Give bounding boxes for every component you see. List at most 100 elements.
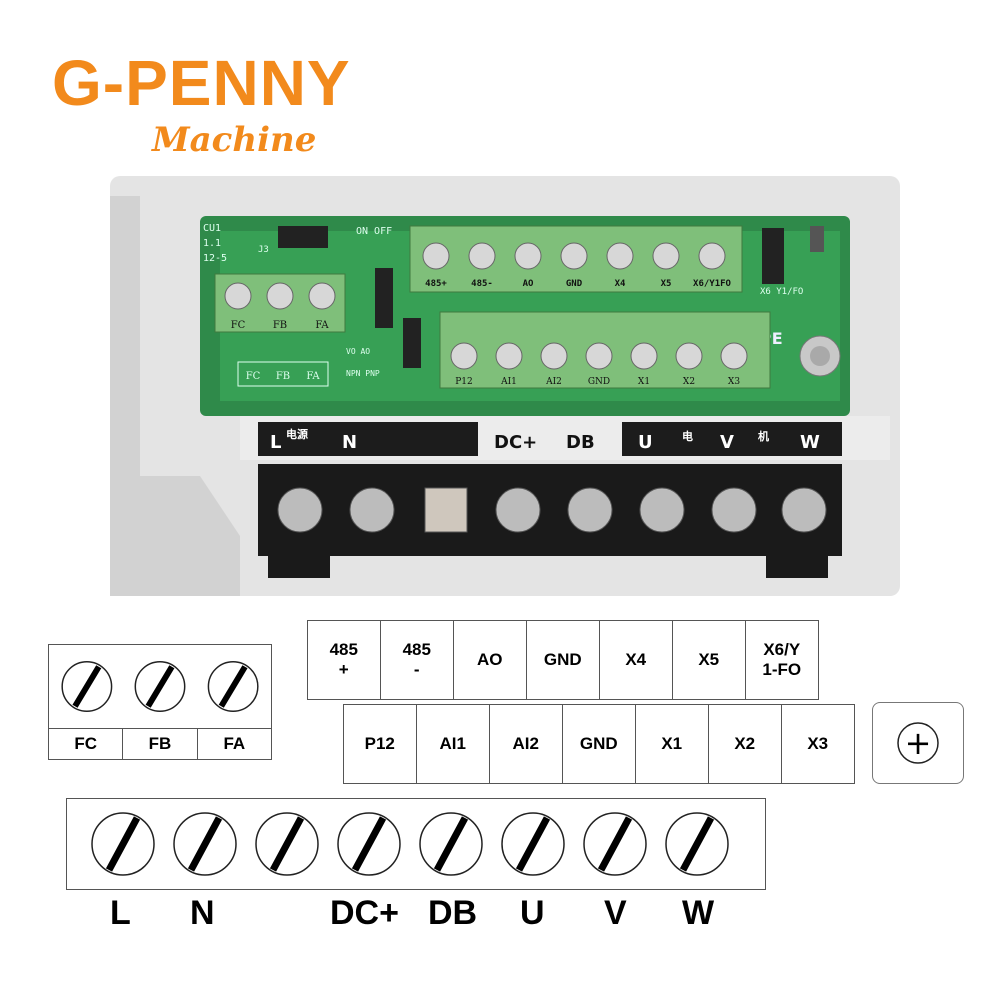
brand-logo: G-PENNY Machine: [52, 48, 412, 168]
fc-label: FC: [231, 320, 246, 331]
terminal-p12: P12: [342, 704, 417, 784]
screw-icon: [207, 661, 259, 712]
fb-label: FB: [273, 320, 287, 331]
photo-motor-cn2: 机: [758, 429, 769, 443]
power-screw: [781, 487, 827, 533]
label-u: U: [520, 894, 545, 932]
screw: [585, 342, 613, 370]
label-v: V: [604, 894, 627, 932]
top-label: 485-: [471, 279, 493, 289]
relay-terminal-box: FC FB FA: [48, 644, 272, 760]
housing-side: [110, 196, 240, 596]
bottom-label: X3: [728, 377, 740, 387]
terminal-x4: X4: [598, 620, 673, 700]
screw: [468, 242, 496, 270]
photo-motor-cn1: 电: [682, 429, 693, 443]
screw: [720, 342, 748, 370]
terminal-x1: X1: [634, 704, 709, 784]
jumper: [762, 228, 784, 284]
terminal-ao: AO: [452, 620, 527, 700]
label-dc-plus: DC+: [330, 894, 399, 932]
power-screw: [567, 487, 613, 533]
screw: [224, 282, 252, 310]
relay-labels: FC FB FA: [49, 729, 271, 759]
silk-fb: FB: [276, 371, 290, 382]
power-screw: [495, 487, 541, 533]
screw-icon: [337, 812, 401, 876]
bottom-label: X2: [683, 377, 695, 387]
block-foot: [766, 556, 828, 578]
pcb-mark: CU1: [203, 223, 221, 234]
terminal-gnd: GND: [525, 620, 600, 700]
bottom-label: X1: [638, 377, 650, 387]
screw-icon: [91, 812, 155, 876]
top-label: X5: [661, 279, 672, 289]
relay-screws: [49, 661, 271, 729]
label-w: W: [682, 894, 715, 932]
silk-box: [237, 361, 329, 387]
screw-icon: [583, 812, 647, 876]
label-fa: FA: [223, 734, 246, 753]
top-label: AO: [523, 279, 534, 289]
screw: [560, 242, 588, 270]
ground-terminal: +: [872, 702, 964, 784]
power-screw: [349, 487, 395, 533]
photo-w-label: W: [800, 432, 820, 453]
jumper: [403, 318, 421, 368]
top-label: X6/Y1FO: [693, 279, 732, 289]
screw: [652, 242, 680, 270]
photo-db-label: DB: [566, 432, 595, 453]
fa-label: FA: [315, 320, 329, 331]
label-fb: FB: [123, 729, 198, 759]
brand-subtitle: Machine: [152, 120, 317, 160]
bottom-label: GND: [588, 377, 610, 387]
screw-icon: [61, 661, 113, 712]
screw-icon: [173, 812, 237, 876]
bottom-label: P12: [455, 377, 473, 387]
top-label: X4: [615, 279, 626, 289]
power-input-label: [258, 422, 478, 456]
terminal-block-photo: CU1 1.1 12-5 ON OFF J3 VO AO NPN PNP X6 …: [110, 176, 900, 596]
screw-icon: [501, 812, 565, 876]
top-label: 485+: [425, 279, 447, 289]
screw: [675, 342, 703, 370]
pcb-mark: NPN PNP: [346, 369, 380, 378]
terminal-485-minus: 485-: [379, 620, 454, 700]
terminal-ai2: AI2: [488, 704, 563, 784]
pe-plus: +: [905, 724, 932, 762]
screw-icon: [134, 661, 186, 712]
terminal-x3: X3: [780, 704, 855, 784]
brand-title: G-PENNY: [52, 47, 351, 119]
screw: [266, 282, 294, 310]
motor-output-label: [622, 422, 842, 456]
power-screws: [91, 812, 729, 876]
pe-screw-head: [810, 346, 830, 366]
bottom-label: AI1: [500, 377, 517, 387]
label-fc: FC: [49, 729, 124, 759]
screw: [606, 242, 634, 270]
ground-screw-icon: +: [897, 722, 939, 764]
power-terminal-box: [66, 798, 766, 890]
screw-icon: [255, 812, 319, 876]
component: [810, 226, 824, 252]
screw-icon: [665, 812, 729, 876]
top-label: GND: [566, 279, 583, 289]
power-screw: [277, 487, 323, 533]
block-foot: [268, 556, 330, 578]
screw: [308, 282, 336, 310]
power-screw: [711, 487, 757, 533]
screw: [698, 242, 726, 270]
terminal-x5: X5: [671, 620, 746, 700]
blank-slot: [424, 487, 468, 533]
label-l: L: [110, 894, 131, 932]
mid-terminal-row: P12 AI1 AI2 GND X1 X2 X3: [342, 704, 855, 784]
photo-n-label: N: [342, 432, 357, 453]
pcb-mark: J3: [258, 245, 269, 255]
pcb-mark: X6 Y1/FO: [760, 287, 803, 297]
photo-dc-label: DC+: [494, 432, 537, 453]
screw: [422, 242, 450, 270]
photo-l-label: L: [270, 432, 281, 453]
screw: [450, 342, 478, 370]
